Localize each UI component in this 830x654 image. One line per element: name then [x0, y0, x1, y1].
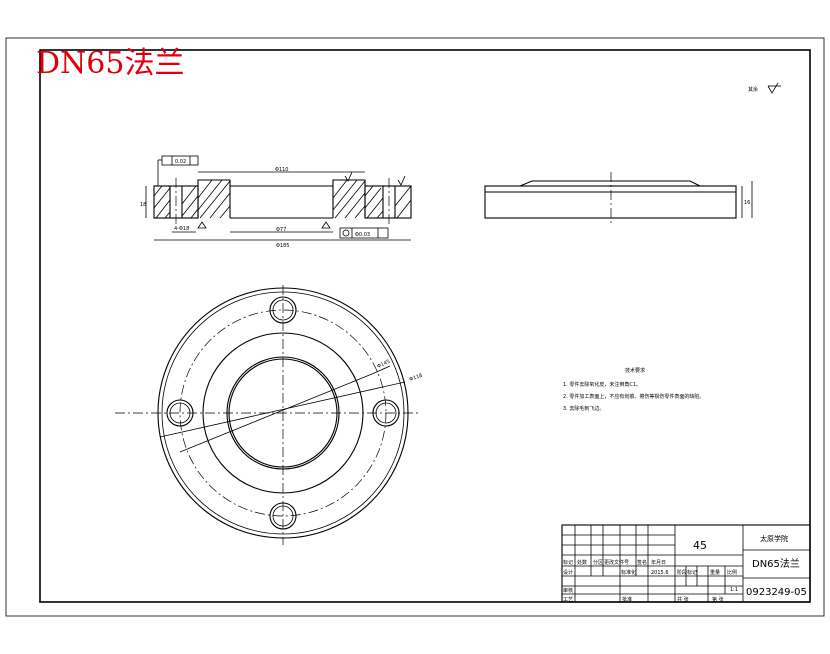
side-view: 16: [484, 172, 753, 226]
tech-item-2: 2. 零件加工表面上，不应有划痕、擦伤等损伤零件表面的缺陷。: [563, 393, 704, 400]
tb-change-doc: 更改文件号: [604, 559, 629, 566]
dim-height: 16: [744, 200, 750, 206]
tol-flatness: 0.02: [175, 159, 186, 165]
dim-bolt-holes: 4-Φ18: [174, 226, 189, 232]
tech-item-1: 1. 零件去除氧化皮，未注倒角C1。: [563, 381, 641, 388]
tech-heading: 技术要求: [625, 367, 645, 374]
dim-outer-diameter: Φ185: [276, 243, 289, 249]
tb-process: 工艺: [563, 597, 573, 603]
dim-center-diameter: Φ118: [409, 373, 424, 383]
tb-mark: 标记: [563, 559, 573, 566]
outer-border: [5, 37, 825, 617]
dim-bore-diameter: Φ77: [276, 227, 286, 233]
tb-scale: 比例: [727, 569, 737, 576]
tb-standard: 标准化: [621, 569, 636, 576]
tb-sheet-no: 第 张: [712, 596, 724, 603]
tb-weight: 重量: [710, 569, 720, 576]
tb-school: 太原学院: [760, 534, 788, 543]
tb-designer: 设计: [563, 569, 573, 576]
dim-top-diameter: Φ110: [275, 167, 288, 173]
tb-review: 审核: [563, 587, 573, 594]
roughness-note: 其余: [748, 86, 758, 93]
tol-coaxiality: Φ0.03: [355, 232, 370, 238]
section-view: Φ110 Φ77 Φ185 4-Φ18 18 0.02 Φ0.03: [140, 155, 412, 249]
tb-drawing-no: 0923249-05: [746, 587, 807, 598]
tb-count: 处数: [577, 559, 587, 566]
tb-zone: 分区: [593, 559, 603, 566]
tb-material: 45: [693, 539, 707, 552]
dim-side-height: 18: [140, 202, 146, 208]
inner-frame: [39, 49, 811, 603]
tb-signature: 签名: [637, 559, 647, 566]
drawing-title: DN65法兰: [36, 46, 184, 81]
tb-date: 年月日: [651, 559, 666, 566]
tech-requirements: 技术要求 1. 零件去除氧化皮，未注倒角C1。 2. 零件加工表面上，不应有划痕…: [563, 367, 704, 412]
tb-scale-value: 1:1: [730, 587, 738, 593]
tb-approve: 批准: [622, 596, 632, 603]
tb-stage-mark: 阶段标记: [677, 569, 697, 576]
tech-item-3: 3. 去除毛刺飞边。: [563, 405, 604, 412]
tb-date-value: 2015.6: [651, 570, 669, 576]
title-block: 45 太原学院 DN65法兰 0923249-05 标记 处数 分区 更改文件号…: [561, 524, 811, 603]
dim-pcd: Φ145: [376, 359, 391, 370]
tb-sheets-total: 共 张: [677, 596, 689, 603]
tb-part-name: DN65法兰: [752, 557, 800, 570]
roughness-symbol: 其余: [748, 82, 781, 94]
front-view: Φ145 Φ118: [115, 285, 423, 545]
